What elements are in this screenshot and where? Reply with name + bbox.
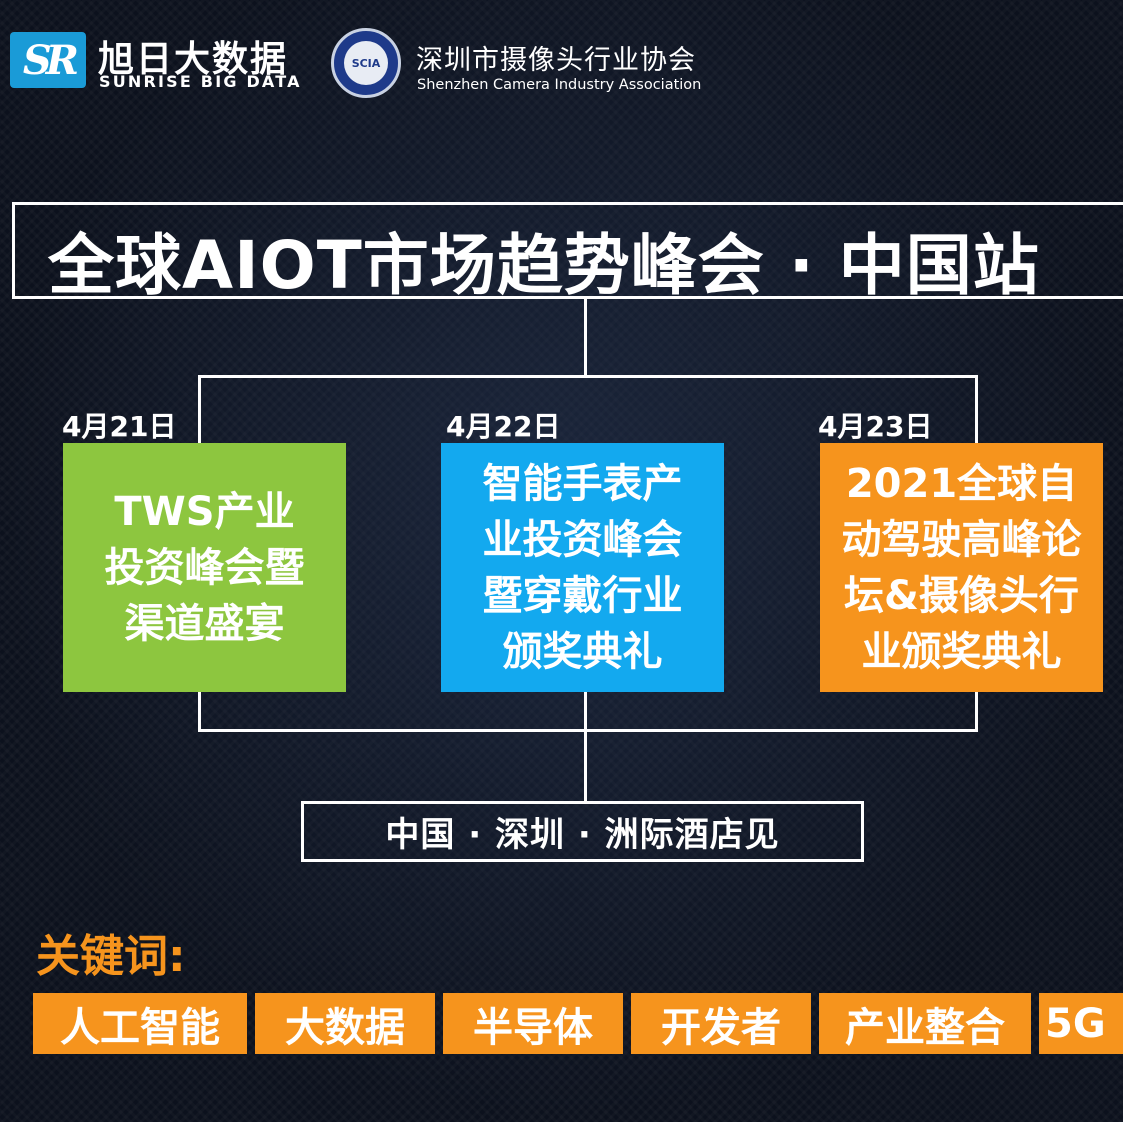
location-text: 中国 · 深圳 · 洲际酒店见 <box>385 815 780 855</box>
keyword-tag: 大数据 <box>255 993 435 1054</box>
keyword-tag: 开发者 <box>631 993 811 1054</box>
title-frame <box>12 202 1123 299</box>
event-date-2: 4月22日 <box>446 410 561 443</box>
event-card-smartwatch: 智能手表产 业投资峰会 暨穿戴行业 颁奖典礼 <box>441 443 724 692</box>
scia-name: 深圳市摄像头行业协会 <box>416 45 696 76</box>
event-date-1: 4月21日 <box>62 410 177 443</box>
event-line: 暨穿戴行业 <box>482 572 683 619</box>
event-line: 坛&摄像头行 <box>844 572 1079 619</box>
connector-bottom-vertical <box>584 692 587 802</box>
event-line: 2021全球自 <box>845 460 1078 507</box>
event-line: 动驾驶高峰论 <box>841 516 1082 563</box>
sunrise-name-en: SUNRISE BIG DATA <box>99 72 302 91</box>
page-title: 全球AIOT市场趋势峰会 · 中国站 <box>48 227 1040 304</box>
sunrise-name: 旭日大数据 <box>98 39 289 80</box>
event-line: 投资峰会暨 <box>104 544 305 591</box>
connector-bottom-horizontal <box>198 729 978 732</box>
scia-logo: SCIA <box>331 28 401 98</box>
event-line: TWS产业 <box>114 488 295 535</box>
event-line: 颁奖典礼 <box>502 628 663 675</box>
connector-top-horizontal <box>198 375 978 378</box>
keyword-tag: 半导体 <box>443 993 623 1054</box>
event-line: 业投资峰会 <box>482 516 683 563</box>
keywords-label: 关键词: <box>36 931 186 982</box>
keyword-tag: 5G <box>1039 993 1123 1054</box>
keyword-tag: 产业整合 <box>819 993 1031 1054</box>
event-line: 智能手表产 <box>482 460 683 507</box>
event-line: 业颁奖典礼 <box>861 628 1062 675</box>
event-card-tws: TWS产业 投资峰会暨 渠道盛宴 <box>63 443 346 692</box>
event-card-autonomous: 2021全球自 动驾驶高峰论 坛&摄像头行 业颁奖典礼 <box>820 443 1103 692</box>
event-line: 渠道盛宴 <box>124 600 285 647</box>
sunrise-logo: SR <box>10 32 86 88</box>
keyword-tag: 人工智能 <box>33 993 247 1054</box>
connector-top-vertical <box>584 299 587 377</box>
scia-name-en: Shenzhen Camera Industry Association <box>417 77 702 93</box>
event-date-3: 4月23日 <box>818 410 933 443</box>
location-frame: 中国 · 深圳 · 洲际酒店见 <box>301 801 864 862</box>
